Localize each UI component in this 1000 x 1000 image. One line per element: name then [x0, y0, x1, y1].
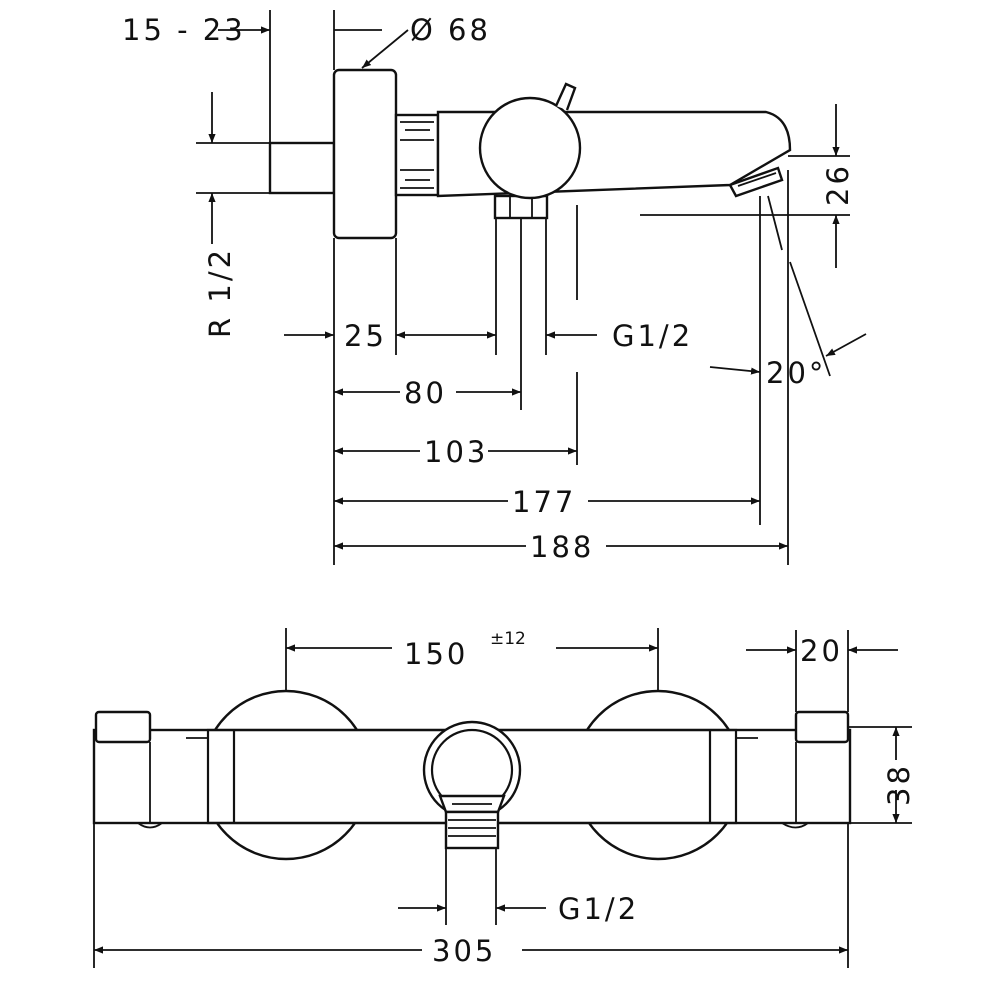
- side-view: 15 - 23 Ø 68 R 1/2 26 25 G1/2 20° 80 103: [122, 10, 867, 565]
- temperature-handle: [478, 82, 582, 200]
- rosette: [332, 68, 398, 240]
- dim-total-width: 305: [432, 934, 496, 968]
- dim-spout-height: 26: [821, 163, 855, 206]
- right-end-cap: [781, 710, 850, 829]
- left-end-cap: [94, 710, 163, 829]
- front-view: 150 ±12 20 38 G1/2 305: [92, 628, 916, 968]
- dim-to-outlet: 80: [404, 376, 447, 410]
- dim-connection-thread: R 1/2: [203, 247, 237, 338]
- wall-connector: [268, 141, 336, 195]
- dim-outlet-thread-side: G1/2: [612, 319, 693, 353]
- dim-body-height: 38: [882, 763, 916, 806]
- dim-cap-width: 20: [800, 634, 843, 668]
- dim-outlet-thread-front: G1/2: [558, 892, 639, 926]
- spout-outlet: [728, 166, 784, 198]
- union-nut: [394, 113, 440, 197]
- dim-centers-tolerance: ±12: [490, 629, 526, 649]
- outlet-nut: [493, 194, 549, 220]
- dim-centers: 150: [404, 637, 468, 671]
- dim-rosette-depth: 25: [344, 319, 387, 353]
- dim-total-depth: 188: [530, 530, 594, 564]
- dim-rosette-diameter: Ø 68: [410, 13, 491, 47]
- dim-angle: 20°: [766, 356, 826, 390]
- outlet-fitting: [422, 720, 522, 850]
- dim-to-handle: 103: [424, 435, 488, 469]
- dim-to-spout-end: 177: [512, 485, 576, 519]
- dim-pipe-offset: 15 - 23: [122, 13, 246, 47]
